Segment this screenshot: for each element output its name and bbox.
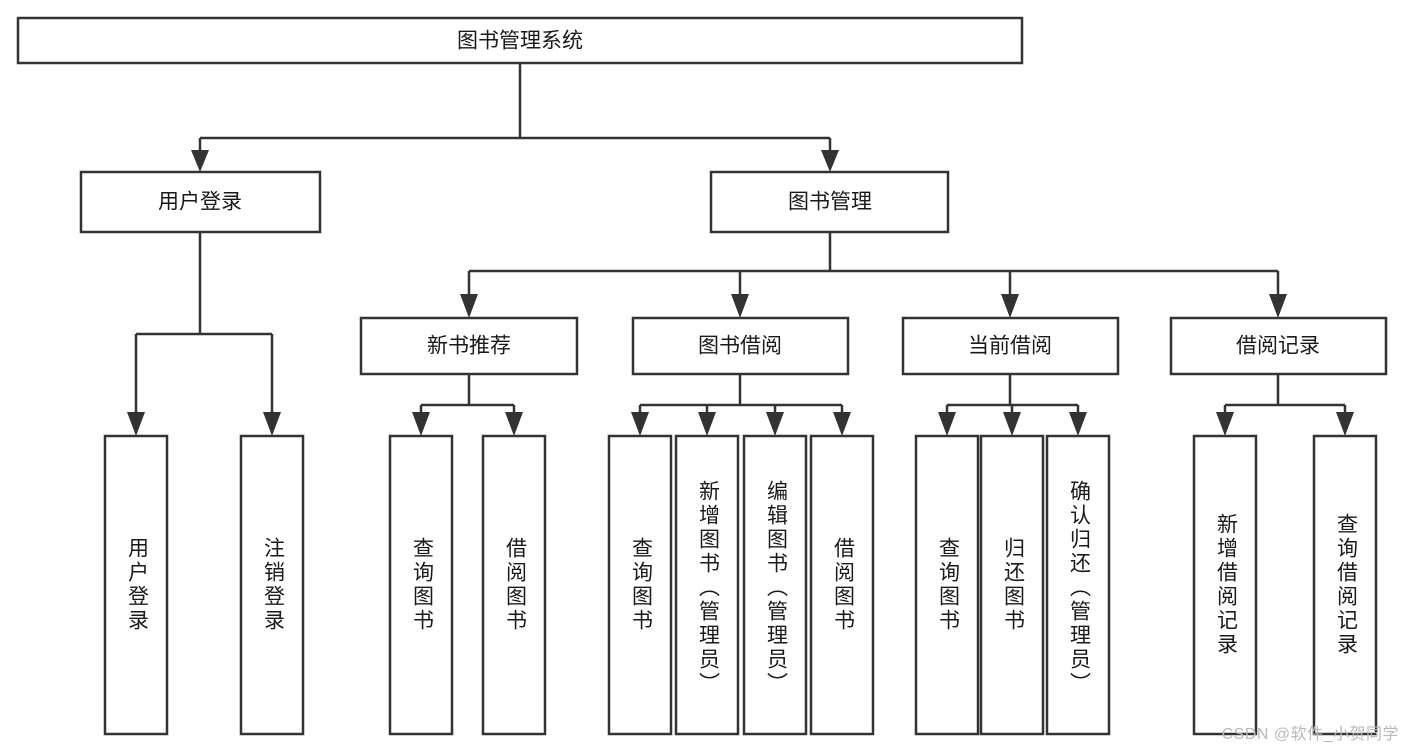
leaf-label: 编辑图书（管理员） (764, 480, 788, 696)
leaf-new-book-recommend-1[interactable]: 查询图书 (388, 434, 454, 736)
node-book-borrow[interactable]: 图书借阅 (631, 316, 850, 376)
arrow-book-borrow (731, 294, 749, 318)
leaf-label: 查询图书 (936, 537, 960, 633)
leaf-box[interactable] (103, 434, 169, 736)
leaf-box[interactable] (809, 434, 875, 736)
node-book-management[interactable]: 图书管理 (709, 170, 950, 234)
node-user-login[interactable]: 用户登录 (79, 170, 322, 234)
leaf-box[interactable] (1192, 434, 1258, 736)
leaf-borrow-record-2[interactable]: 查询借阅记录 (1312, 434, 1378, 736)
leaf-box[interactable] (1312, 434, 1378, 736)
arrow-cb-child-3 (1069, 412, 1087, 436)
arrow-br-child-2 (1336, 412, 1354, 436)
current-borrow-box[interactable] (901, 316, 1120, 376)
leaf-box[interactable] (674, 434, 740, 736)
leaf-current-borrow-3[interactable]: 确认归还（管理员） (1045, 434, 1111, 736)
borrow-record-label: 借阅记录 (1236, 335, 1320, 358)
root-label: 图书管理系统 (457, 30, 583, 53)
leaf-label: 查询图书 (629, 537, 653, 633)
arrow-bb-child-3 (766, 412, 784, 436)
leaf-new-book-recommend-2[interactable]: 借阅图书 (481, 434, 547, 736)
arrow-ul-child-1 (127, 412, 145, 436)
leaf-label: 新增图书（管理员） (696, 480, 720, 696)
arrow-borrow-record (1269, 294, 1287, 318)
leaf-label: 注销登录 (261, 537, 285, 633)
arrow-bb-child-4 (833, 412, 851, 436)
leaf-book-borrow-3[interactable]: 编辑图书（管理员） (742, 434, 808, 736)
arrow-user-login (191, 150, 209, 172)
book-borrow-box[interactable] (631, 316, 850, 376)
arrow-bb-child-2 (698, 412, 716, 436)
book-borrow-label: 图书借阅 (698, 335, 782, 358)
arrow-current-borrow (1001, 294, 1019, 318)
leaf-current-borrow-2[interactable]: 归还图书 (979, 434, 1045, 736)
arrow-cb-child-1 (938, 412, 956, 436)
book-management-label: 图书管理 (788, 191, 872, 214)
leaf-box[interactable] (388, 434, 454, 736)
arrow-nbr-child-1 (412, 412, 430, 436)
leaf-box[interactable] (239, 434, 305, 736)
arrow-ul-child-2 (263, 412, 281, 436)
arrow-nbr-child-2 (505, 412, 523, 436)
leaf-current-borrow-1[interactable]: 查询图书 (914, 434, 980, 736)
user-login-box[interactable] (79, 170, 322, 234)
leaf-label: 归还图书 (1001, 537, 1025, 633)
user-login-label: 用户登录 (158, 191, 242, 214)
leaf-box[interactable] (1045, 434, 1111, 736)
leaf-label: 查询图书 (410, 537, 434, 633)
arrow-cb-child-2 (1003, 412, 1021, 436)
edge-layer (127, 63, 1354, 436)
node-borrow-record[interactable]: 借阅记录 (1169, 316, 1388, 376)
leaf-label: 用户登录 (125, 537, 149, 633)
leaf-book-borrow-4[interactable]: 借阅图书 (809, 434, 875, 736)
leaf-label: 新增借阅记录 (1214, 513, 1238, 657)
arrow-bb-child-1 (631, 412, 649, 436)
node-root[interactable]: 图书管理系统 (16, 16, 1024, 65)
arrow-new-book-recommend (460, 294, 478, 318)
node-current-borrow[interactable]: 当前借阅 (901, 316, 1120, 376)
leaf-box[interactable] (742, 434, 808, 736)
leaf-label: 借阅图书 (503, 537, 527, 633)
leaf-box[interactable] (481, 434, 547, 736)
leaf-borrow-record-1[interactable]: 新增借阅记录 (1192, 434, 1258, 736)
leaf-book-borrow-1[interactable]: 查询图书 (607, 434, 673, 736)
leaf-box[interactable] (914, 434, 980, 736)
node-new-book-recommend[interactable]: 新书推荐 (359, 316, 579, 376)
leaf-box[interactable] (607, 434, 673, 736)
leaf-box[interactable] (979, 434, 1045, 736)
leaf-user-login-2[interactable]: 注销登录 (239, 434, 305, 736)
new-book-recommend-label: 新书推荐 (427, 335, 511, 358)
leaf-label: 查询借阅记录 (1334, 513, 1358, 657)
new-book-recommend-box[interactable] (359, 316, 579, 376)
leaf-book-borrow-2[interactable]: 新增图书（管理员） (674, 434, 740, 736)
book-management-box[interactable] (709, 170, 950, 234)
leaf-user-login-1[interactable]: 用户登录 (103, 434, 169, 736)
csdn-watermark: CSDN @软件_小贺同学 (1221, 726, 1399, 743)
arrow-book-mgmt (821, 150, 839, 172)
leaf-label: 确认归还（管理员） (1067, 480, 1091, 696)
leaf-label: 借阅图书 (831, 537, 855, 633)
root-box[interactable] (16, 16, 1024, 65)
current-borrow-label: 当前借阅 (968, 335, 1052, 358)
arrow-br-child-1 (1216, 412, 1234, 436)
borrow-record-box[interactable] (1169, 316, 1388, 376)
